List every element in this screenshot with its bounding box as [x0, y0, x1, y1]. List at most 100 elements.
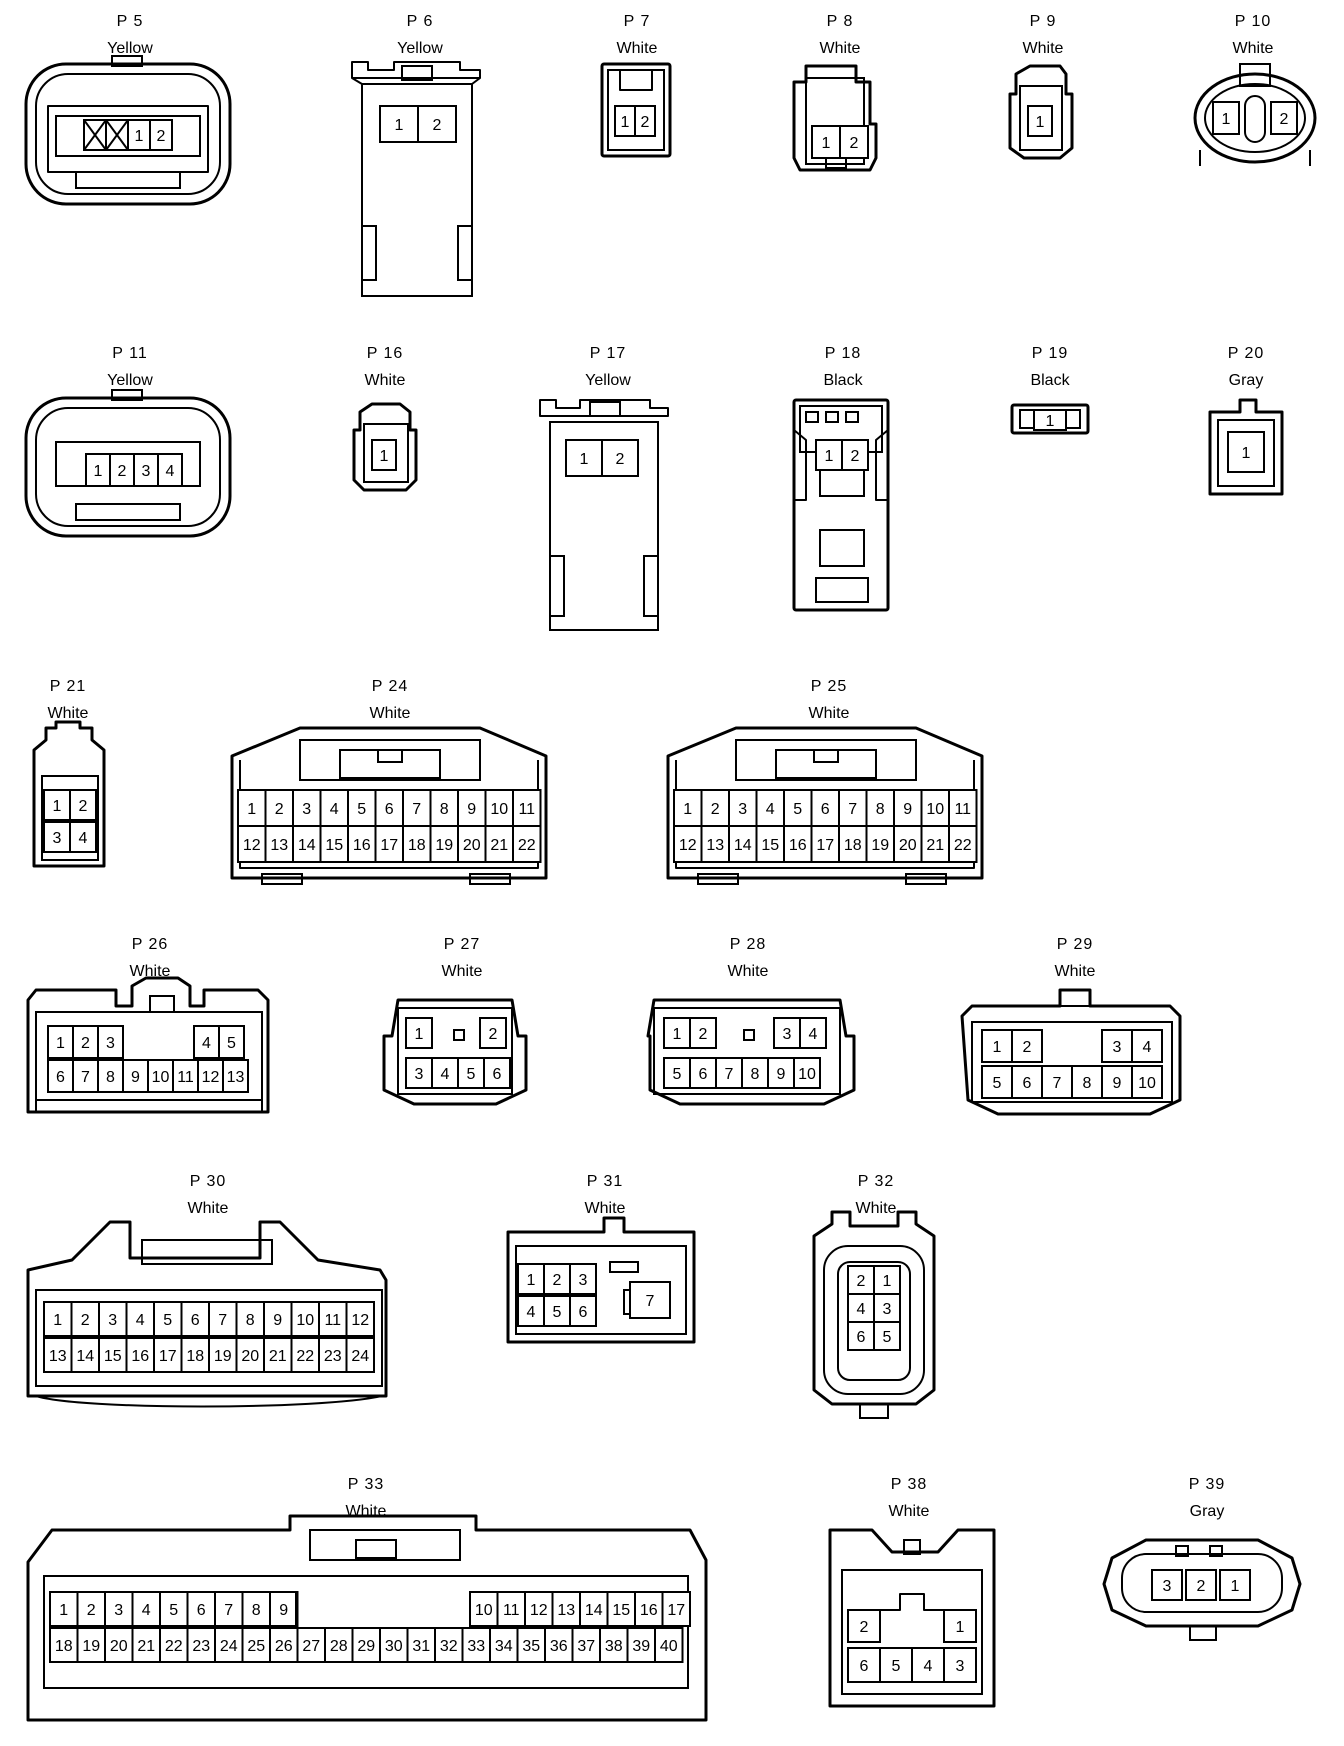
connector-id: P 5 — [116, 13, 144, 30]
pin-number: 33 — [467, 1638, 485, 1655]
connector-outline — [775, 749, 877, 779]
connector-id: P 29 — [1056, 936, 1094, 953]
connector-outline — [351, 61, 481, 79]
pin-number: 2 — [699, 1026, 708, 1043]
pin-cell — [755, 789, 785, 827]
pin-cell — [601, 439, 639, 477]
pin-number: 28 — [330, 1638, 348, 1655]
pin-cell — [318, 1337, 348, 1373]
pin-cell — [654, 1627, 684, 1663]
pin-number: 17 — [380, 837, 398, 854]
pin-number: 3 — [53, 830, 62, 847]
pin-number: 3 — [142, 463, 151, 480]
pin-cell — [873, 1321, 901, 1351]
pin-number: 14 — [585, 1602, 603, 1619]
pin-number: 5 — [467, 1066, 476, 1083]
pin-number: 19 — [871, 837, 889, 854]
pin-number: 9 — [279, 1602, 288, 1619]
pin-cell — [565, 439, 603, 477]
pin-number: 23 — [192, 1638, 210, 1655]
pin-number: 1 — [1046, 413, 1055, 430]
pin-number: 4 — [527, 1304, 536, 1321]
pin-number: 10 — [1138, 1075, 1156, 1092]
connector-outline — [845, 411, 859, 423]
pin-cell — [76, 1627, 106, 1663]
pin-cell — [599, 1627, 629, 1663]
pin-number: 1 — [673, 1026, 682, 1043]
pin-number: 3 — [108, 1312, 117, 1329]
pin-number: 17 — [667, 1602, 685, 1619]
pin-number: 13 — [706, 837, 724, 854]
pin-number: 18 — [844, 837, 862, 854]
pin-cell — [920, 825, 950, 863]
connector-outline — [111, 55, 143, 67]
connector-id: P 38 — [890, 1476, 928, 1493]
pin-number: 4 — [142, 1602, 151, 1619]
pin-number: 22 — [954, 837, 972, 854]
connector-outline — [35, 73, 221, 195]
pin-cell — [180, 1337, 210, 1373]
pin-number: 34 — [495, 1638, 513, 1655]
pin-number: 3 — [415, 1066, 424, 1083]
pin-number: 37 — [577, 1638, 595, 1655]
pin-cell — [793, 1057, 821, 1089]
connector-id: P 26 — [131, 936, 169, 953]
pin-cell — [72, 1025, 99, 1059]
pin-number: 5 — [357, 801, 366, 818]
connector-outline — [309, 1529, 461, 1561]
connector-color: Yellow — [397, 40, 443, 57]
connector-outline — [299, 739, 481, 781]
pin-cell — [838, 825, 868, 863]
pin-number: 7 — [224, 1602, 233, 1619]
connector-outline — [823, 1245, 925, 1395]
pin-cell — [544, 1627, 574, 1663]
pin-number: 1 — [527, 1272, 536, 1289]
connector-outline — [1175, 1545, 1189, 1557]
pin-number: 24 — [220, 1638, 238, 1655]
pin-number: 16 — [353, 837, 371, 854]
pin-cell — [345, 1301, 375, 1337]
connector-id: P 19 — [1031, 345, 1069, 362]
pin-cell — [634, 105, 656, 137]
pin-number: 7 — [646, 1293, 655, 1310]
pin-number: 13 — [557, 1602, 575, 1619]
connector-outline — [825, 157, 847, 169]
pin-number: 36 — [550, 1638, 568, 1655]
pin-number: 8 — [1083, 1075, 1092, 1092]
pin-number: 8 — [252, 1602, 261, 1619]
pin-cell — [319, 789, 349, 827]
pin-number: 4 — [79, 830, 88, 847]
connector-id: P 39 — [1188, 1476, 1226, 1493]
pin-cell — [551, 1591, 581, 1627]
pin-number: 19 — [214, 1348, 232, 1365]
pin-cell — [104, 1591, 134, 1627]
connector-color: White — [187, 1200, 229, 1217]
pin-number: 2 — [1280, 111, 1289, 128]
connector-outline — [1244, 95, 1266, 143]
pin-number: 10 — [152, 1069, 170, 1086]
pin-number: 3 — [738, 801, 747, 818]
pin-number: 2 — [157, 128, 166, 145]
pin-cell — [496, 1591, 526, 1627]
connector-outline — [812, 1210, 936, 1406]
pin-cell — [815, 439, 843, 471]
pin-cell — [1131, 1029, 1163, 1063]
connector-id: P 33 — [347, 1476, 385, 1493]
connector-outline — [83, 119, 107, 151]
connector-outline — [1189, 1625, 1217, 1641]
pin-number: 2 — [433, 117, 442, 134]
pin-number: 15 — [325, 837, 343, 854]
connector-color: Gray — [1228, 372, 1264, 389]
connector-outline — [24, 62, 232, 206]
connector-outline — [792, 398, 890, 612]
connector-outline — [1239, 63, 1271, 87]
connector-id: P 11 — [112, 345, 148, 362]
pin-number: 17 — [159, 1348, 177, 1365]
pin-cell — [98, 1337, 128, 1373]
